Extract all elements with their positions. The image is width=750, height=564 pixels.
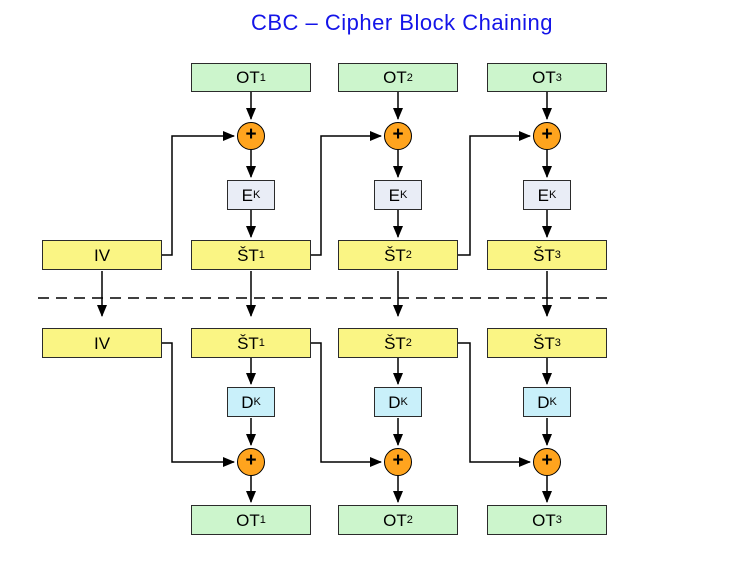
box-label: E (241, 185, 253, 205)
box-label: IV (93, 245, 111, 265)
plus-icon: + (392, 450, 404, 471)
xor-node-3-dec: + (533, 448, 561, 476)
xor-node-1-dec: + (237, 448, 265, 476)
box-label: ŠT (237, 245, 259, 265)
xor-node-2-dec: + (384, 448, 412, 476)
box-label: ŠT (237, 333, 259, 353)
box-label: D (537, 392, 550, 412)
box-label: OT (532, 68, 556, 87)
box-label: D (388, 392, 401, 412)
box-label: E (388, 185, 400, 205)
box-label: D (241, 392, 254, 412)
xor-node-2-enc: + (384, 122, 412, 150)
box-label: ŠT (533, 333, 555, 353)
wire-iv-to-xor1-enc (162, 131, 235, 256)
box-label: OT (236, 510, 260, 530)
box-label: E (537, 185, 549, 205)
iv-box-enc: IV (42, 240, 162, 270)
xor-node-1-enc: + (237, 122, 265, 150)
plus-icon: + (541, 450, 553, 471)
iv-box-dec: IV (42, 328, 162, 358)
box-label: OT (532, 510, 556, 530)
plus-icon: + (245, 124, 257, 145)
plus-icon: + (392, 124, 404, 145)
diagram-title: CBC – Cipher Block Chaining (250, 10, 554, 35)
box-label: ŠT (384, 333, 406, 353)
box-label: IV (93, 333, 111, 353)
box-label: OT (383, 68, 407, 87)
xor-node-3-enc: + (533, 122, 561, 150)
box-label: ŠT (533, 245, 555, 265)
wire-st1-to-xor2-enc (311, 131, 382, 256)
box-label: ŠT (384, 245, 406, 265)
wire-iv-to-xor1-dec (162, 342, 235, 467)
wire-st2-to-xor3-dec (458, 342, 531, 467)
box-label: OT (383, 510, 407, 530)
wire-st1-to-xor2-dec (311, 342, 382, 467)
wire-st2-to-xor3-enc (458, 131, 531, 256)
box-label: OT (236, 68, 260, 87)
plus-icon: + (541, 124, 553, 145)
plus-icon: + (245, 450, 257, 471)
